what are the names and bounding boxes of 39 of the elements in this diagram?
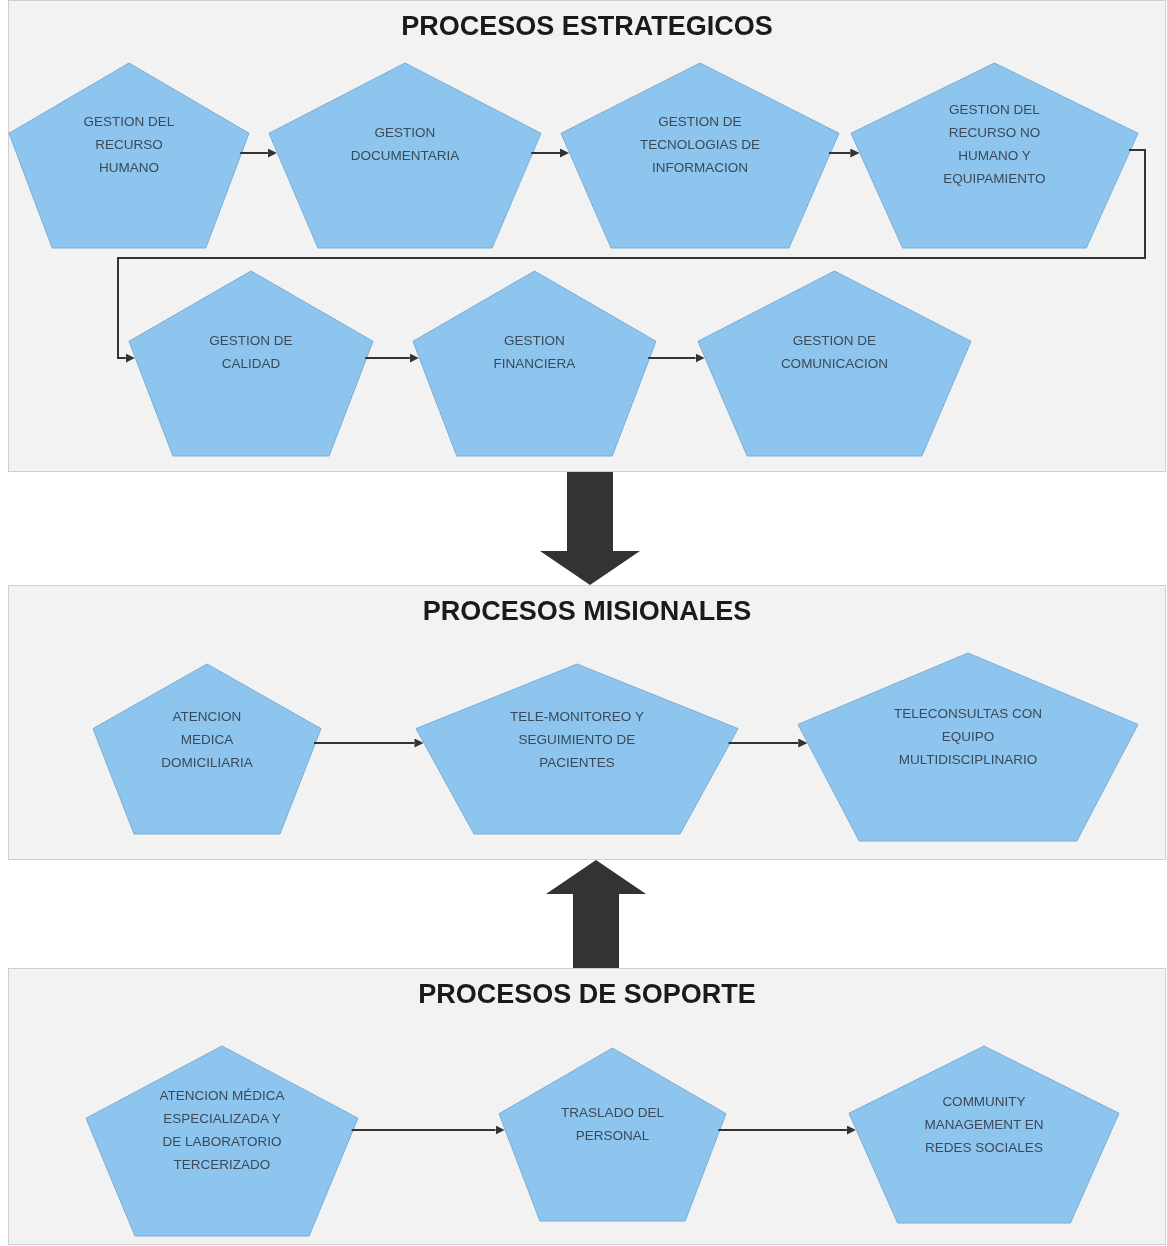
process-pentagon [416,664,738,834]
process-label: GESTION DEL RECURSO HUMANO [82,112,176,177]
process-pentagon [561,63,839,248]
process-pentagon [93,664,321,834]
process-label: GESTION DE TECNOLOGIAS DE INFORMACION [639,112,761,177]
process-label: TELE-MONITOREO Y SEGUIMIENTO DE PACIENTES [509,707,645,772]
process-pentagon [129,271,373,456]
process-pentagon [9,63,249,248]
group-heading: PROCESOS DE SOPORTE [418,979,756,1010]
block-arrow [540,472,640,585]
process-pentagon [798,653,1138,841]
process-label: GESTION DE COMUNICACION [779,332,890,374]
process-label: TRASLADO DEL PERSONAL [560,1104,665,1146]
process-label: ATENCION MÉDICA ESPECIALIZADA Y DE LABORATORIO TERCERIZADO [158,1086,286,1174]
arrow [117,149,1146,363]
process-group-panel [8,968,1166,1245]
arrow [717,1125,856,1135]
group-heading: PROCESOS MISIONALES [422,596,752,627]
process-label: COMMUNITY MANAGEMENT EN REDES SOCIALES [923,1092,1045,1157]
process-label: TELECONSULTAS CON EQUIPO MULTIDISCIPLINARIO [893,704,1043,769]
process-label: GESTION FINANCIERA [492,332,577,374]
group-heading: PROCESOS ESTRATEGICOS [401,11,773,42]
process-pentagon [851,63,1138,248]
process-pentagon [269,63,541,248]
arrow [350,1125,505,1135]
block-arrow [546,860,646,968]
process-pentagon [86,1046,358,1236]
process-label: GESTION DE CALIDAD [208,332,294,374]
process-pentagon [499,1048,726,1221]
process-label: GESTION DEL RECURSO NO HUMANO Y EQUIPAMIENTO [942,101,1047,189]
process-label: GESTION DOCUMENTARIA [349,124,461,166]
process-pentagon [698,271,971,456]
arrow [727,738,808,748]
process-label: ATENCION MEDICA DOMICILIARIA [160,707,254,772]
process-group-panel [8,0,1166,472]
process-pentagon [849,1046,1119,1223]
process-pentagon [413,271,656,456]
process-group-panel [8,585,1166,860]
arrow [530,148,570,158]
